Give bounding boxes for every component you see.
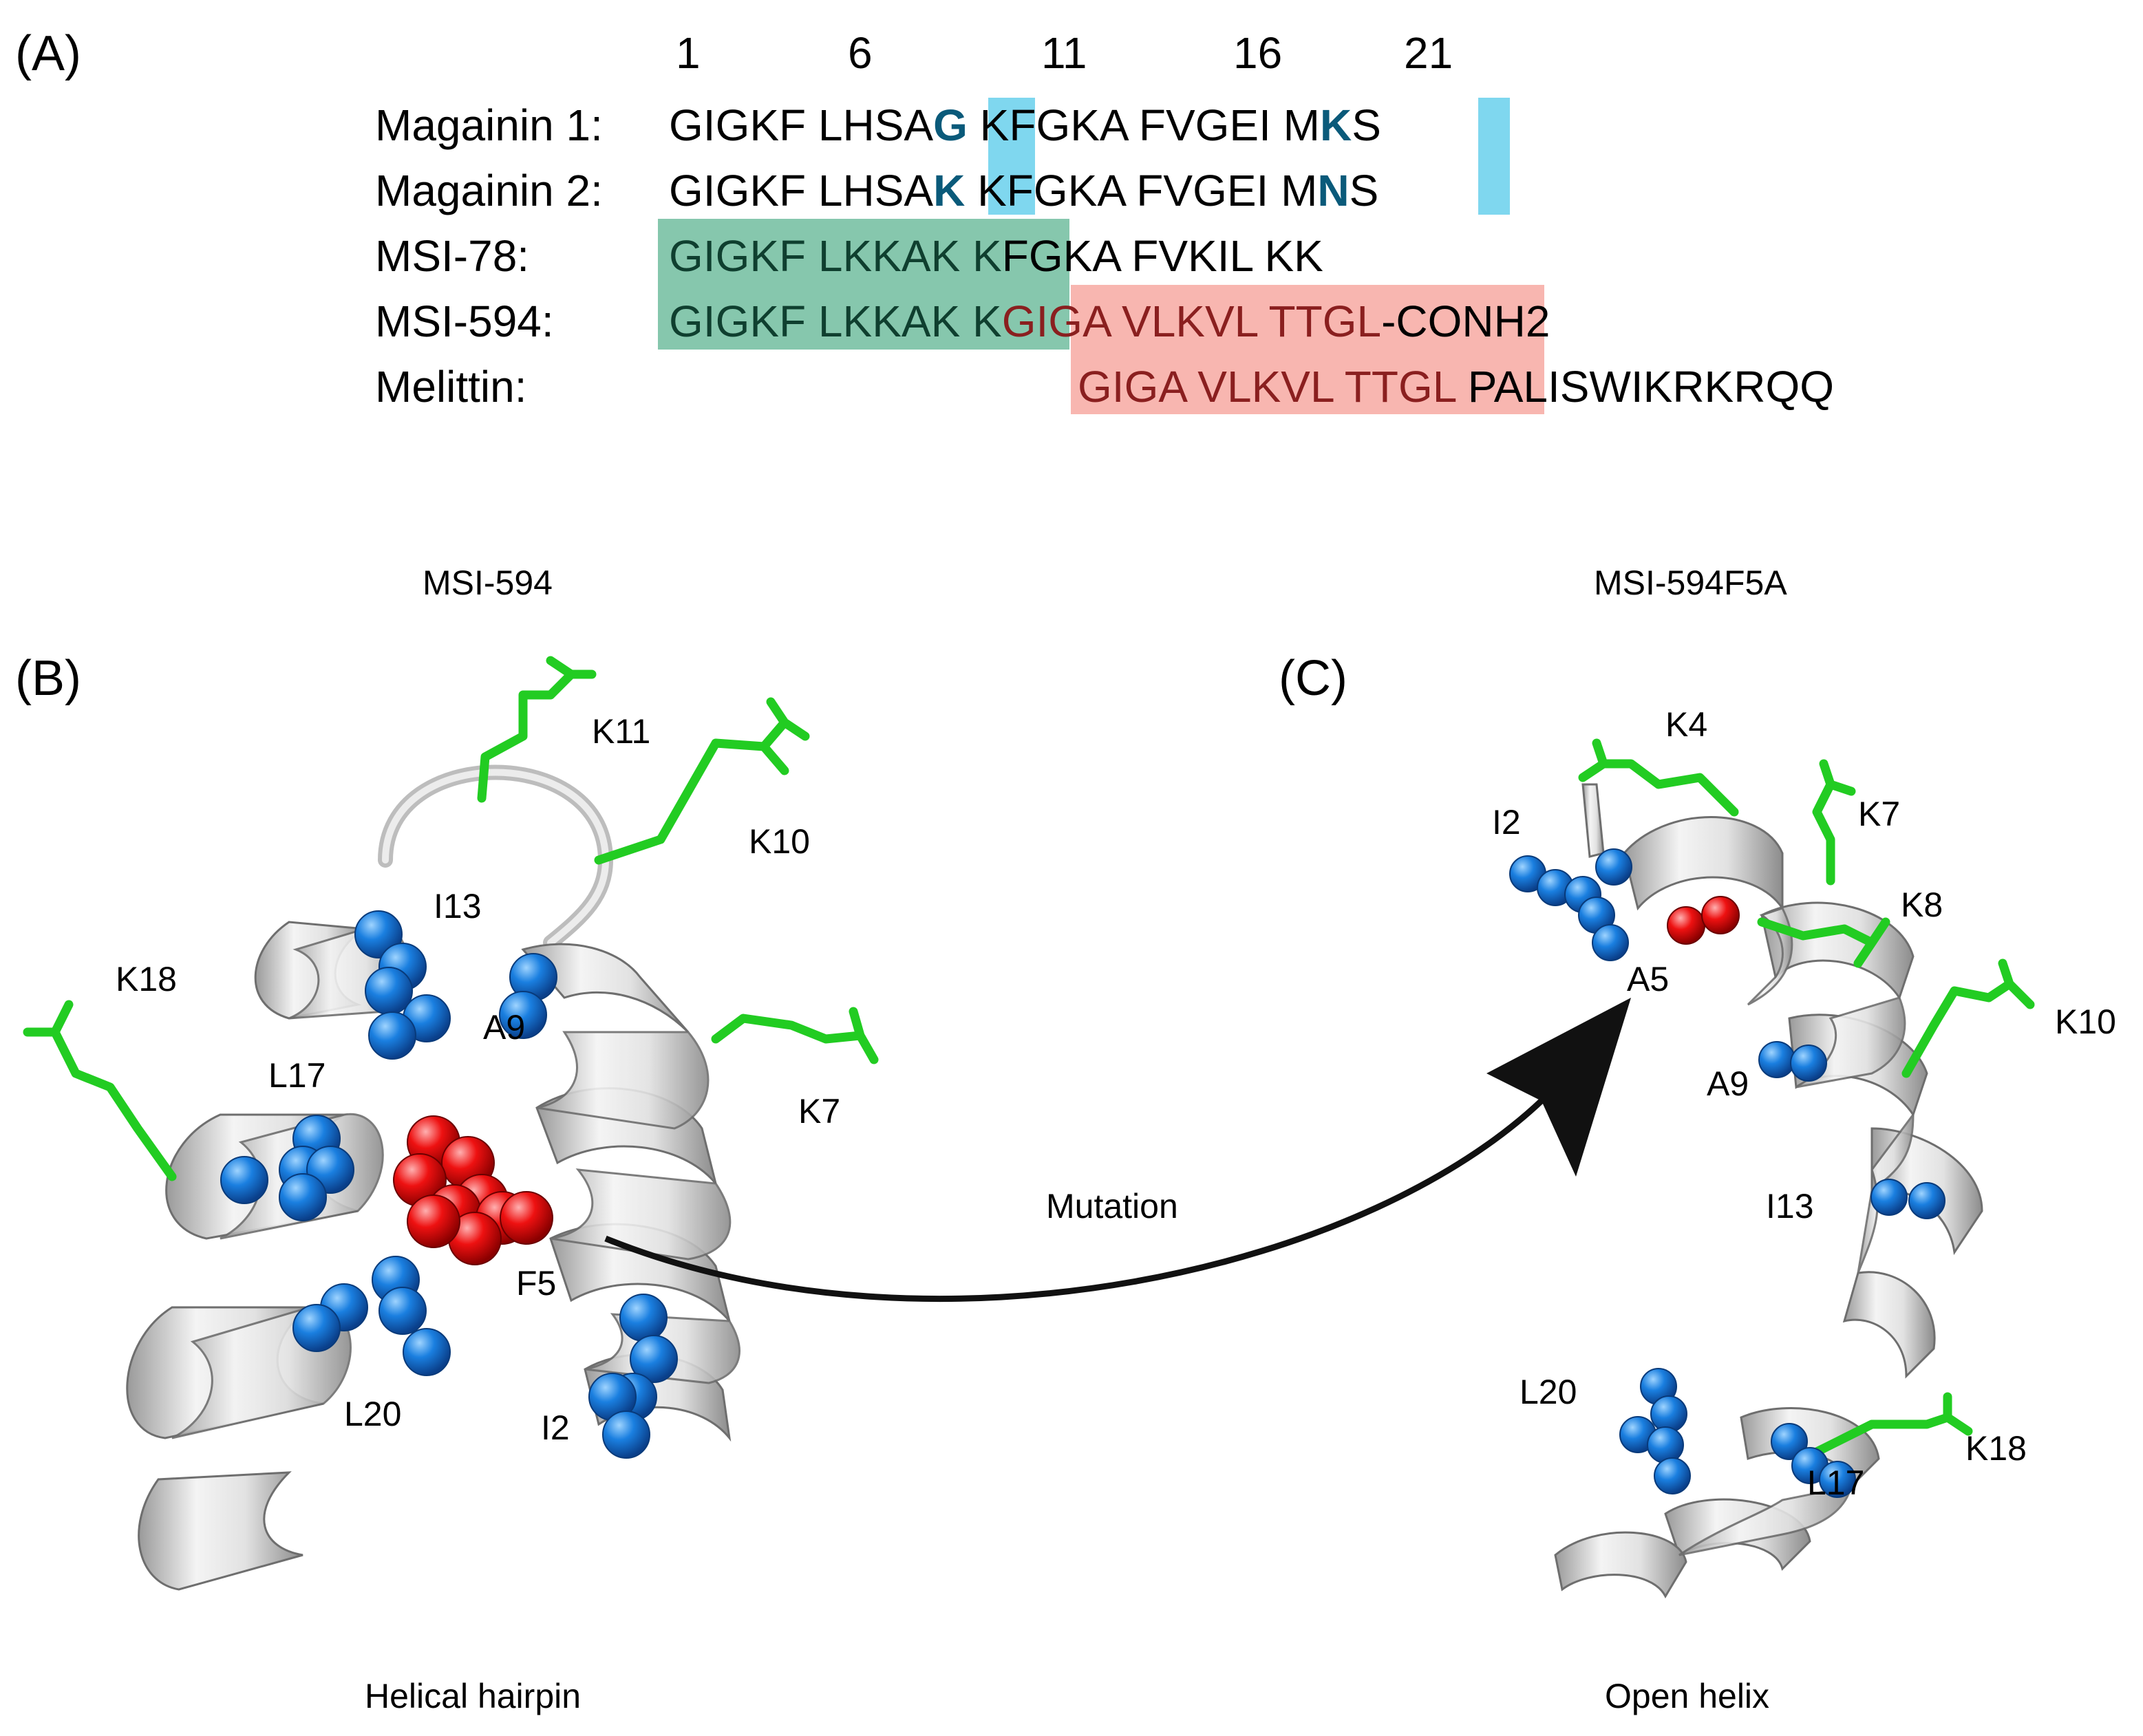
row-name-msi594: MSI-594: — [375, 297, 554, 346]
left-label-i2: I2 — [541, 1408, 570, 1447]
left-structure-caption: Helical hairpin — [365, 1677, 582, 1715]
left-label-k7: K7 — [798, 1092, 841, 1130]
right-label-k18: K18 — [1965, 1429, 2027, 1468]
right-label-k10: K10 — [2055, 1003, 2116, 1041]
mutation-arrow — [604, 1084, 1558, 1303]
row-name-melittin: Melittin: — [375, 362, 527, 411]
row-name-magainin1: Magainin 1: — [375, 100, 603, 150]
green-highlight-box — [658, 219, 1069, 350]
right-label-l20: L20 — [1520, 1373, 1577, 1411]
left-label-f5: F5 — [516, 1264, 557, 1303]
position-1: 1 — [676, 28, 701, 78]
left-label-k18: K18 — [116, 960, 177, 998]
panel-label-a: (A) — [15, 26, 81, 81]
right-label-l17: L17 — [1807, 1464, 1865, 1502]
right-open-helix-structure — [1509, 738, 2035, 1599]
red-highlight-box — [1071, 285, 1544, 414]
mutation-label: Mutation — [1046, 1187, 1178, 1225]
right-label-k7: K7 — [1858, 795, 1901, 833]
row-name-msi78: MSI-78: — [375, 231, 530, 281]
left-label-l17: L17 — [268, 1056, 326, 1095]
right-label-k4: K4 — [1665, 705, 1708, 744]
position-16: 16 — [1233, 28, 1283, 78]
cyan-highlight-pos22 — [1478, 98, 1510, 215]
right-structure-title: MSI-594F5A — [1594, 564, 1787, 602]
mutation-arrowhead — [1486, 998, 1631, 1177]
row-name-magainin2: Magainin 2: — [375, 166, 603, 215]
position-21: 21 — [1404, 28, 1453, 78]
left-label-a9: A9 — [483, 1008, 526, 1047]
seq-melittin: GIGA VLKVL TTGL PALISWIKRKRQQ — [1078, 362, 1834, 411]
right-label-i13: I13 — [1766, 1187, 1814, 1225]
cyan-highlight-pos10 — [988, 98, 1035, 215]
right-structure-caption: Open helix — [1605, 1677, 1770, 1715]
panel-label-c: (C) — [1279, 651, 1347, 706]
left-label-k10: K10 — [749, 822, 810, 861]
right-label-k8: K8 — [1901, 886, 1943, 924]
right-label-i2: I2 — [1492, 803, 1521, 842]
seq-magainin2: GIGKF LHSAK KFGKA FVGEI MNS — [669, 166, 1379, 215]
seq-magainin1: GIGKF LHSAG KFGKA FVGEI MKS — [669, 100, 1381, 150]
left-structure-title: MSI-594 — [423, 564, 553, 602]
position-6: 6 — [848, 28, 873, 78]
seq-msi594: GIGKF LKKAK KGIGA VLKVL TTGL-CONH2 — [669, 297, 1550, 346]
right-label-a5: A5 — [1627, 960, 1670, 998]
left-label-l20: L20 — [344, 1395, 402, 1433]
seq-msi78: GIGKF LKKAK KFGKA FVKIL KK — [669, 231, 1323, 281]
position-11: 11 — [1041, 28, 1087, 78]
right-label-a9: A9 — [1707, 1064, 1749, 1103]
left-label-i13: I13 — [434, 887, 482, 925]
left-label-k11: K11 — [592, 712, 651, 751]
panel-label-b: (B) — [15, 651, 81, 706]
left-hairpin-structure — [23, 656, 879, 1591]
